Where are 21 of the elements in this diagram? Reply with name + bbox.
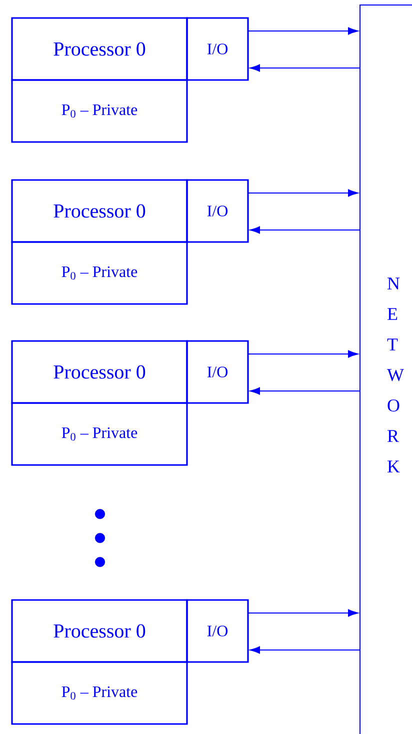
network-bus: N E T W O R K <box>360 4 412 734</box>
io-box: I/O <box>186 340 249 404</box>
memory-box: P$_{0}$ – Private <box>11 661 188 725</box>
processor-box: Processor 0 <box>11 599 188 663</box>
memory-box: P$_{0}$ – Private <box>11 402 188 466</box>
io-box: I/O <box>186 179 249 243</box>
arrow <box>250 387 360 395</box>
memory-box: P$_{0}$ – Private <box>11 79 188 143</box>
processor-box: Processor 0 <box>11 17 188 81</box>
arrow <box>248 189 358 197</box>
processor-box: Processor 0 <box>11 179 188 243</box>
io-box: I/O <box>186 599 249 663</box>
arrow <box>250 64 360 72</box>
io-box: I/O <box>186 17 249 81</box>
arrow <box>248 350 358 358</box>
processor-box: Processor 0 <box>11 340 188 404</box>
memory-box: P$_{0}$ – Private <box>11 241 188 305</box>
arrow <box>248 609 358 617</box>
arrow <box>250 226 360 234</box>
arrow <box>250 646 360 654</box>
arrow <box>248 27 358 35</box>
